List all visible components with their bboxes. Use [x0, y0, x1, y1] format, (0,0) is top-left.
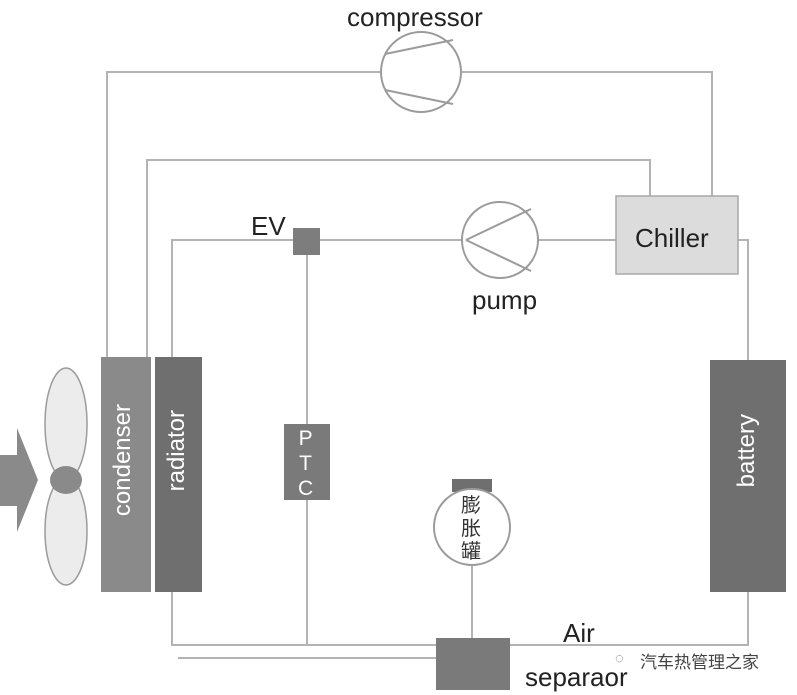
fan-icon: [44, 367, 88, 586]
ptc-letter-c: C: [298, 477, 314, 501]
chiller-battery-pipe: [738, 239, 749, 360]
ptc-label: P T C: [298, 426, 313, 502]
separator-label: separaor: [525, 662, 628, 692]
ptc-block: [284, 424, 330, 500]
pipes: [106, 71, 749, 659]
watermark: 汽车热管理之家: [640, 653, 759, 673]
ev-valve-block: [293, 228, 320, 255]
expansion-tank-char-2: 胀: [461, 516, 481, 540]
condenser-block: [101, 357, 151, 592]
expansion-tank-char-1: 膨: [461, 493, 481, 517]
expansion-tank-cap: [452, 479, 492, 492]
ptc-letter-t: T: [299, 452, 312, 476]
radiator-label: radiator: [163, 410, 190, 492]
radiator-block: [155, 357, 202, 592]
expansion-tank-char-3: 罐: [461, 539, 481, 563]
airflow-arrow-icon: [0, 428, 38, 532]
expansion-tank-body: [433, 488, 511, 566]
compressor-loop-pipe-right: [460, 71, 713, 196]
compressor-loop-pipe: [106, 71, 382, 360]
radiator-ev-pipe: [171, 239, 293, 360]
battery-block: [710, 360, 786, 592]
compressor-icon: [380, 31, 462, 113]
chiller-label: Chiller: [635, 223, 709, 253]
expansion-tank-label: 膨 胀 罐: [461, 494, 481, 563]
ptc-letter-p: P: [298, 427, 313, 450]
chiller-block: [615, 195, 739, 275]
separator-battery-pipe: [510, 592, 749, 646]
compressor-label: compressor: [347, 2, 483, 32]
pump-icon: [461, 201, 539, 279]
radiator-bottom-pipe: [171, 592, 436, 646]
air-separator-block: [436, 638, 510, 690]
condenser-label: condenser: [109, 404, 136, 517]
wechat-icon: ◌: [615, 650, 624, 667]
air-label: Air: [563, 618, 595, 648]
pump-label: pump: [472, 285, 538, 315]
ev-label: EV: [251, 211, 286, 241]
battery-label: battery: [733, 414, 760, 488]
condenser-chiller-pipe: [146, 159, 651, 360]
